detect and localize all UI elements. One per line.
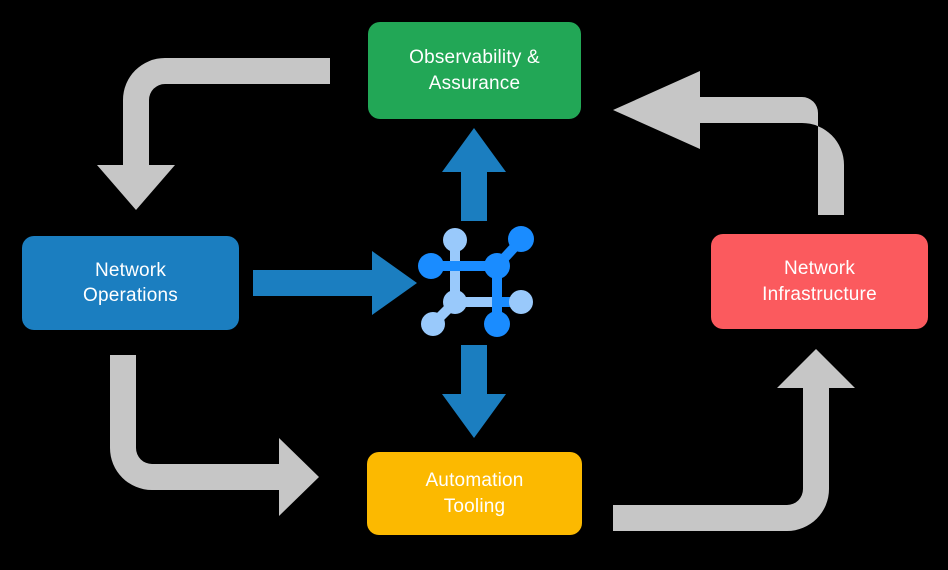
arrow-observability-to-network-operations — [97, 58, 330, 210]
arrow-center-to-observability — [442, 128, 506, 221]
arrow-center-to-automation-tooling — [442, 345, 506, 438]
arrow-network-operations-to-center — [253, 251, 417, 315]
arrow-network-infrastructure-to-observability — [613, 71, 844, 215]
node-observability-and-assurance[interactable]: Observability & Assurance — [368, 22, 581, 119]
arrow-automation-tooling-to-network-infrastructure — [613, 349, 855, 531]
node-network-infrastructure[interactable]: Network Infrastructure — [711, 234, 928, 329]
node-automation-tooling[interactable]: Automation Tooling — [367, 452, 582, 535]
node-network-operations[interactable]: Network Operations — [22, 236, 239, 330]
arrow-network-operations-to-automation-tooling — [110, 355, 319, 516]
